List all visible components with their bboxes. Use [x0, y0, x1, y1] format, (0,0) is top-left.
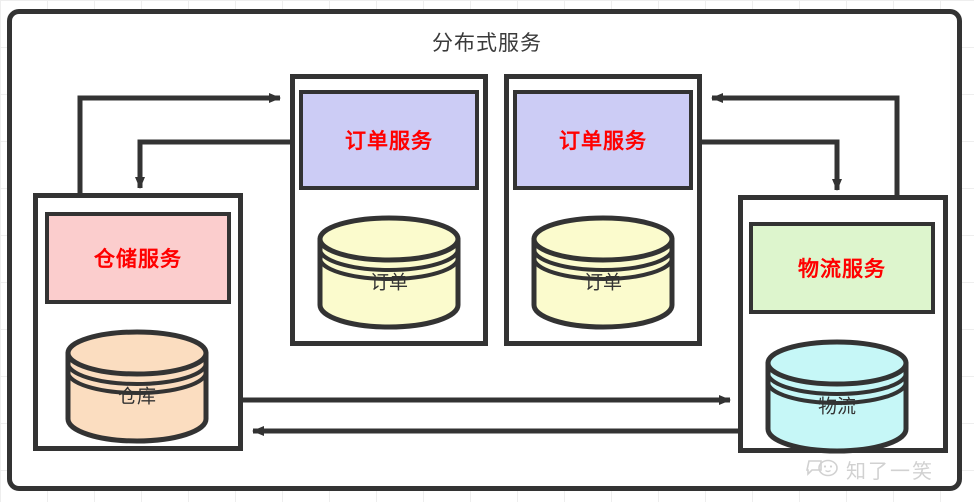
- order-service-node-2[interactable]: 订单服务: [513, 90, 693, 190]
- database-cylinder-icon: [317, 215, 461, 330]
- database-cylinder-icon: [65, 329, 209, 444]
- order-database-1[interactable]: 订单: [314, 213, 464, 331]
- order-service-label-1: 订单服务: [345, 129, 433, 153]
- warehouse-database[interactable]: 仓库: [62, 327, 212, 445]
- speech-bubble-emoji-icon: [806, 459, 838, 476]
- order-service-node-1[interactable]: 订单服务: [299, 90, 479, 190]
- logistics-database[interactable]: 物流: [762, 337, 912, 455]
- watermark: 知了一笑: [806, 455, 934, 484]
- watermark-text: 知了一笑: [846, 459, 934, 483]
- database-cylinder-icon: [531, 215, 675, 330]
- database-cylinder-icon: [765, 339, 909, 454]
- logistics-service-label: 物流服务: [798, 257, 886, 281]
- order-database-2[interactable]: 订单: [528, 213, 678, 331]
- logistics-service-node[interactable]: 物流服务: [749, 222, 935, 314]
- warehouse-service-node[interactable]: 仓储服务: [45, 212, 231, 304]
- diagram-title: 分布式服务: [432, 31, 542, 55]
- warehouse-service-label: 仓储服务: [94, 247, 182, 271]
- order-service-label-2: 订单服务: [559, 129, 647, 153]
